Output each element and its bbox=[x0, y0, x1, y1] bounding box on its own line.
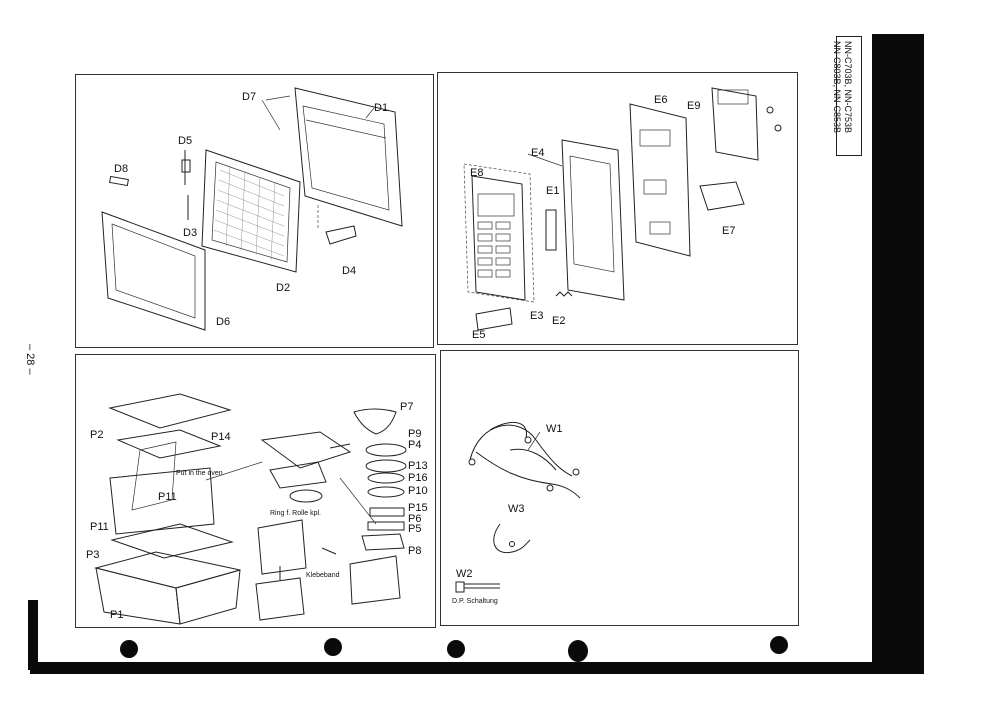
label-w1: W1 bbox=[546, 423, 563, 435]
label-p13: P13 bbox=[408, 460, 428, 472]
label-p5: P5 bbox=[408, 523, 422, 535]
punch-hole bbox=[770, 636, 788, 654]
label-p14: P14 bbox=[211, 431, 231, 443]
label-e3: E3 bbox=[530, 310, 544, 322]
label-d3: D3 bbox=[183, 227, 198, 239]
note-pcb: D.P. Schaltung bbox=[452, 598, 498, 605]
scan-edge-bottom bbox=[30, 662, 924, 674]
label-p10: P10 bbox=[408, 485, 428, 497]
panel-wiring bbox=[440, 350, 799, 626]
label-w3: W3 bbox=[508, 503, 525, 515]
label-p12: P11 bbox=[90, 521, 109, 533]
panel-control bbox=[437, 72, 798, 345]
label-d1: D1 bbox=[374, 102, 389, 114]
label-d5: D5 bbox=[178, 135, 193, 147]
punch-hole bbox=[324, 638, 342, 656]
label-p9: P9 bbox=[408, 428, 422, 440]
label-e1: E1 bbox=[546, 185, 560, 197]
label-p1: P1 bbox=[110, 609, 124, 621]
label-e7: E7 bbox=[722, 225, 736, 237]
label-p8: P8 bbox=[408, 545, 422, 557]
model-box: NN-C703B, NN-C753B NN-C803B, NN-C853B bbox=[832, 36, 862, 156]
note-tape: Klebeband bbox=[306, 572, 340, 579]
punch-hole bbox=[120, 640, 138, 658]
label-p11: P11 bbox=[158, 491, 177, 503]
panel-packing bbox=[75, 354, 436, 628]
punch-hole bbox=[568, 640, 588, 662]
punch-hole bbox=[447, 640, 465, 658]
panel-door bbox=[75, 74, 434, 348]
label-d4: D4 bbox=[342, 265, 357, 277]
label-p15: P15 bbox=[408, 502, 428, 514]
note-put-in-oven: Put in the oven bbox=[176, 470, 223, 477]
label-e6: E6 bbox=[654, 94, 668, 106]
note-ring: Ring f. Rolle kpl. bbox=[270, 510, 321, 517]
label-d2: D2 bbox=[276, 282, 291, 294]
label-d8: D8 bbox=[114, 163, 129, 175]
label-p7: P7 bbox=[400, 401, 414, 413]
label-p16: P16 bbox=[408, 472, 428, 484]
label-p6: P6 bbox=[408, 513, 422, 525]
label-e5: E5 bbox=[472, 329, 486, 341]
label-e9: E9 bbox=[687, 100, 701, 112]
label-d6: D6 bbox=[216, 316, 231, 328]
label-p2: P2 bbox=[90, 429, 104, 441]
label-d7: D7 bbox=[242, 91, 257, 103]
label-w2: W2 bbox=[456, 568, 473, 580]
label-p4: P4 bbox=[408, 439, 422, 451]
label-e2: E2 bbox=[552, 315, 566, 327]
label-e4: E4 bbox=[531, 147, 545, 159]
scan-edge-left bbox=[28, 600, 38, 670]
scan-edge-right bbox=[872, 34, 924, 674]
label-p3: P3 bbox=[86, 549, 100, 561]
label-e8: E8 bbox=[470, 167, 484, 179]
